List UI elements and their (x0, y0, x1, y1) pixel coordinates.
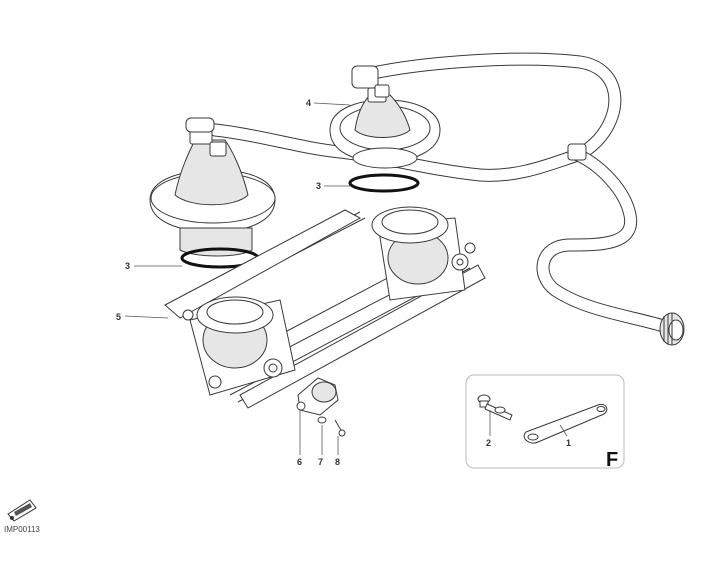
inset-bolt (477, 394, 513, 421)
breather-hose (208, 52, 685, 346)
air-funnel-rear (149, 117, 276, 257)
callout-1: 1 (566, 438, 571, 448)
inset-bracket (523, 403, 608, 444)
callout-2: 2 (486, 438, 491, 448)
callout-6: 6 (297, 457, 302, 467)
washer (317, 416, 327, 424)
callout-4: 4 (306, 98, 311, 108)
air-funnel-front (329, 65, 441, 169)
callout-leaders (124, 102, 351, 455)
motorcycle-icon (7, 499, 37, 522)
o-ring-front (348, 173, 420, 193)
throttle-body-assembly (164, 206, 486, 409)
throttle-sensor (296, 377, 339, 416)
callout-5: 5 (116, 312, 121, 322)
inset-detail-f: 2 1 F (465, 374, 625, 471)
callout-8: 8 (335, 457, 340, 467)
inset-label: F (606, 449, 618, 471)
screw (334, 419, 346, 437)
callout-3-front-ring: 3 (316, 181, 321, 191)
callout-7: 7 (318, 457, 323, 467)
drawing-code: IMP00113 (4, 525, 40, 534)
callout-3-rear-ring: 3 (125, 261, 130, 271)
